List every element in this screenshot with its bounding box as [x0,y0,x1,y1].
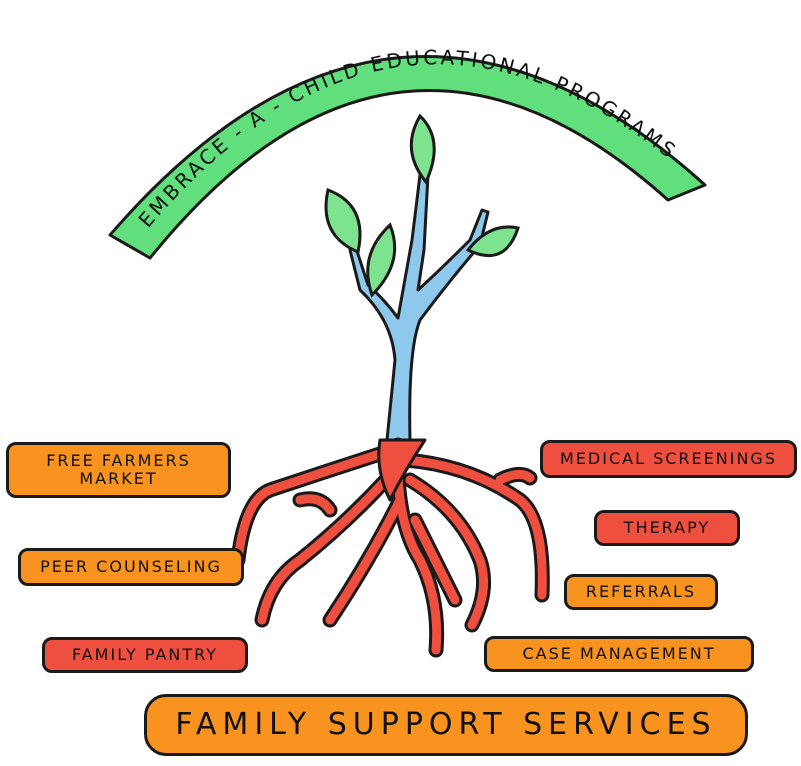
label-free-farmers-market: FREE FARMERS MARKET [6,442,231,498]
leaf [465,225,520,258]
banner-family-support-services: FAMILY SUPPORT SERVICES [144,694,748,756]
label-case-management: CASE MANAGEMENT [484,636,754,672]
label-medical-screenings: MEDICAL SCREENINGS [540,440,797,478]
plant-stem [348,173,490,442]
leaf [409,113,436,185]
label-family-pantry: FAMILY PANTRY [42,637,248,673]
label-referrals: REFERRALS [564,574,718,610]
leaf [324,187,362,255]
roots [230,437,550,658]
arch-banner [108,54,707,260]
leaf [366,222,397,298]
label-therapy: THERAPY [594,510,740,546]
label-peer-counseling: PEER COUNSELING [18,548,244,586]
